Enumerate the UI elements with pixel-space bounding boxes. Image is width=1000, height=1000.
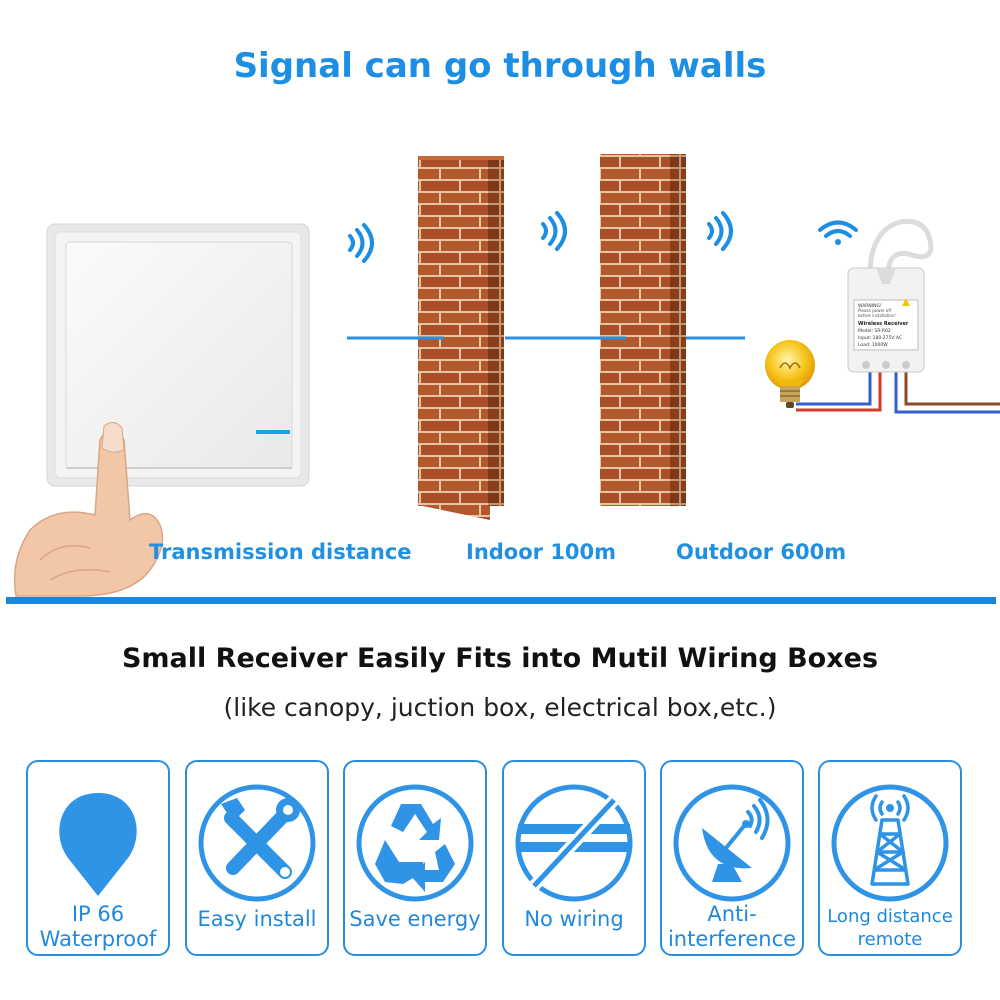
signal-wave-icon bbox=[541, 211, 567, 251]
feature-label-line2: Waterproof bbox=[39, 927, 157, 951]
section-divider bbox=[6, 597, 996, 604]
wireless-receiver: WARNING! Please power off before install… bbox=[847, 267, 925, 373]
receiver-text: Input: 180-275V AC bbox=[858, 335, 902, 341]
transmission-distance-label: Transmission distance bbox=[149, 540, 412, 564]
signal-illustration: WARNING! Please power off before install… bbox=[13, 154, 1000, 597]
feature-card-anti-interference: Anti- interference bbox=[660, 760, 804, 956]
feature-label-line1: Save energy bbox=[349, 907, 481, 931]
brick-wall-left bbox=[418, 156, 504, 520]
feature-label-line1: Long distance bbox=[827, 906, 953, 927]
receiver-text: before installation! bbox=[858, 313, 896, 318]
feature-label-line2: remote bbox=[857, 929, 923, 950]
water-drop-icon bbox=[59, 793, 137, 896]
feature-card-save-energy: Save energy bbox=[343, 760, 487, 956]
feature-card-waterproof: IP 66 Waterproof bbox=[26, 760, 170, 956]
signal-wave-icon bbox=[348, 223, 374, 263]
hand-illustration bbox=[13, 422, 164, 597]
antenna-cable bbox=[867, 218, 934, 273]
feature-label-line1: Anti- bbox=[707, 902, 757, 926]
brick-wall-right bbox=[600, 154, 686, 506]
receiver-text: Please power off bbox=[858, 308, 891, 313]
tools-icon bbox=[198, 784, 316, 902]
feature-label-line1: IP 66 bbox=[71, 902, 125, 926]
light-bulb-icon bbox=[765, 340, 815, 408]
section-heading: Small Receiver Easily Fits into Mutil Wi… bbox=[121, 643, 879, 674]
page-title: Signal can go through walls bbox=[233, 46, 767, 86]
recycle-icon bbox=[356, 784, 474, 902]
feature-card-easy-install: Easy install bbox=[185, 760, 329, 956]
receiver-wires bbox=[796, 370, 1000, 414]
signal-tower-icon bbox=[831, 784, 949, 902]
feature-label-line2: interference bbox=[667, 927, 797, 951]
wifi-icon bbox=[818, 220, 858, 245]
satellite-dish-icon bbox=[673, 784, 791, 902]
feature-label-line1: Easy install bbox=[197, 907, 317, 931]
receiver-text: Model: SR-R02 bbox=[858, 328, 891, 334]
no-wiring-icon bbox=[515, 784, 633, 902]
wall-switch bbox=[46, 223, 310, 487]
receiver-warning: WARNING! bbox=[858, 303, 882, 309]
receiver-text: Load: 1000W bbox=[858, 342, 888, 348]
outdoor-distance-label: Outdoor 600m bbox=[676, 540, 847, 564]
indicator-led bbox=[256, 430, 290, 434]
feature-card-long-distance: Long distance remote bbox=[818, 760, 962, 956]
indoor-distance-label: Indoor 100m bbox=[466, 540, 617, 564]
signal-wave-icon bbox=[707, 211, 733, 251]
section-subheading: (like canopy, juction box, electrical bo… bbox=[223, 693, 777, 722]
receiver-name: Wireless Receiver bbox=[858, 321, 909, 327]
feature-label-line1: No wiring bbox=[524, 907, 624, 931]
feature-card-no-wiring: No wiring bbox=[502, 760, 646, 956]
